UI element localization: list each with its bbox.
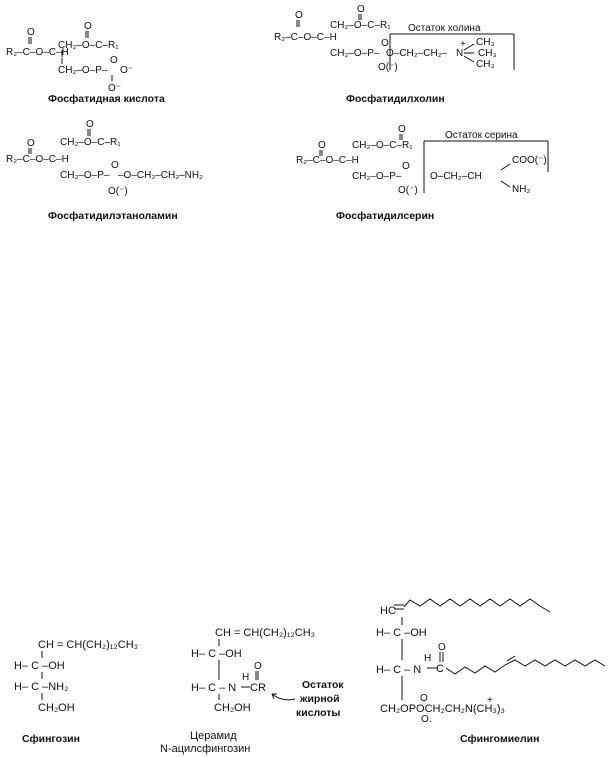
ch2-o-c-r1-row: CH₂–O–C–R₁	[330, 20, 391, 31]
n-plus: N	[456, 48, 463, 59]
caption-phosphatidylethanolamine: Фосфатидилэтаноламин	[48, 210, 178, 222]
r2-c-o-c-h-row: R₂–C–O–C–H	[6, 47, 69, 58]
ch2oh: CH₂OH	[38, 702, 75, 714]
ch-nh2-bond	[500, 180, 511, 188]
h-c-n-row: H– C – N	[376, 664, 421, 676]
label-choline-residue: Остаток холина	[408, 23, 481, 34]
cis-double-bond	[506, 655, 516, 662]
h-c-nh2-row: H– C –NH₂	[14, 681, 68, 693]
chain-ch-ch: CH = CH(CH₂)₁₂CH₃	[38, 639, 138, 651]
o-carbonyl-top: O	[398, 124, 406, 135]
h-c-oh-row: H– C –OH	[376, 627, 427, 639]
caption-sphingomyelin: Сфингомиелин	[460, 733, 539, 745]
fatty-acid-chain	[445, 659, 606, 675]
ch2-o-p-row: CH₂–O–P–	[58, 65, 108, 76]
o-minus-dot: O	[421, 714, 429, 725]
caption-phosphatidylcholine: Фосфатидилхолин	[346, 93, 445, 105]
minus-dot: .	[429, 714, 432, 725]
n-ch3-bond	[463, 43, 475, 51]
n-h: H	[424, 653, 431, 664]
ch2-o-c-r1-row: CH₂–O–C–R₁	[352, 140, 413, 151]
o-carbonyl-left: O	[295, 10, 303, 21]
r2-c-o-c-h-row: R₂–C–O–C–H	[296, 155, 359, 166]
n-ch3-bond	[463, 55, 475, 63]
o-carbonyl-left: O	[27, 138, 35, 149]
hc: HC	[380, 605, 396, 617]
o-paren-minus: O(⁻)	[378, 62, 398, 73]
sphingomyelin-structure: HC H– C –OH H– C – N H O C CH₂OPOCH₂CH₂N…	[376, 598, 606, 725]
label-serine-residue: Остаток серина	[445, 130, 518, 141]
o-amide: O	[254, 661, 262, 672]
sphingoid-chain	[403, 598, 551, 613]
ceramide-structure: CH = CH(CH₂)₁₂CH₃ H– C –OH H– C – N H O …	[191, 627, 344, 719]
o-carbonyl-left: O	[318, 140, 326, 151]
plus-charge: +	[487, 695, 493, 706]
plus-charge: +	[460, 39, 466, 50]
phosphatidic-acid-structure: O CH₂–O–C–R₁ O R₂–C–O–C–H CH₂–O–P– O O⁻ …	[6, 21, 133, 94]
o-carbonyl-top: O	[86, 119, 94, 130]
nh2: NH₂	[512, 184, 530, 195]
ch3-top: CH₃	[476, 37, 495, 48]
coo-minus: COO(⁻)	[512, 155, 547, 166]
o-phosphoryl: O	[420, 693, 428, 704]
caption-sphingosine: Сфингозин	[22, 733, 80, 745]
cr: CR	[250, 682, 266, 694]
o-carbonyl-top: O	[84, 21, 92, 32]
o-minus-bottom: O⁻	[108, 83, 121, 94]
caption-ceramide: Церамид	[190, 730, 237, 742]
r2-c-o-c-h-row: R₂–C–O–C–H	[274, 32, 337, 43]
o-carbonyl-left: O	[27, 27, 35, 38]
h-c-n-row: H– C – N	[191, 682, 236, 694]
o-ch2-ch: O–CH₂–CH	[430, 171, 482, 182]
caption-phosphatidylserine: Фосфатидилсерин	[336, 210, 434, 222]
ch2-o-p-row: CH₂–O–P–	[352, 171, 402, 182]
o-phosphoryl: O	[110, 55, 118, 66]
ch2-o-p-row: CH₂–O–P–	[330, 48, 380, 59]
fatty-acid-arrowhead	[271, 693, 277, 700]
ch2-o-c-r1-row: CH₂–O–C–R₁	[58, 40, 119, 51]
phosphatidylcholine-structure: O CH₂–O–C–R₁ O R₂–C–O–C–H CH₂–O–P– O O–C…	[274, 4, 515, 73]
chain-ch-ch: CH = CH(CH₂)₁₂CH₃	[215, 627, 315, 639]
o-phosphoryl: O	[402, 161, 410, 172]
ch2oh: CH₂OH	[214, 702, 251, 714]
o-ch2-ch2-nh2: –O–CH₂–CH₂–NH₂	[118, 170, 203, 181]
ch3-bottom: CH₃	[476, 59, 495, 70]
c-amide: C	[436, 663, 444, 675]
o-ch2-ch2-n: O–CH₂–CH₂–	[386, 48, 448, 59]
o-carbonyl-top: O	[357, 4, 365, 15]
ch2-o-p-row: CH₂–O–P–	[60, 170, 110, 181]
o-paren-minus: O(⁻)	[108, 186, 128, 197]
phosphatidylethanolamine-structure: O CH₂–O–C–R₁ O R₂–C–O–C–H CH₂–O–P– O –O–…	[6, 119, 203, 197]
o-phosphoryl: O	[381, 38, 389, 49]
phosphocholine-head: CH₂OPOCH₂CH₂N(CH₃)₃	[380, 703, 505, 715]
fatty-acid-arrow	[271, 693, 296, 701]
ch2-o-c-r1-row: CH₂–O–C–R₁	[60, 137, 121, 148]
fatty-acid-label-3: кислоты	[296, 707, 340, 719]
o-minus-right: O⁻	[120, 65, 133, 76]
fatty-acid-label-2: жирной	[299, 693, 340, 705]
caption-n-acylsphingosine: N-ацилсфингозин	[160, 743, 250, 755]
ch3-middle: CH₃	[478, 48, 497, 59]
caption-phosphatidic-acid: Фосфатидная кислота	[48, 93, 165, 105]
fatty-acid-label-1: Остаток	[302, 679, 344, 691]
o-phosphoryl: O	[111, 160, 119, 171]
o-amide: O	[438, 642, 446, 653]
sphingosine-structure: CH = CH(CH₂)₁₂CH₃ H– C –OH H– C –NH₂ CH₂…	[14, 639, 138, 714]
h-c-oh-row: H– C –OH	[191, 648, 242, 660]
phosphatidylserine-structure: O CH₂–O–C–R₁ O R₂–C–O–C–H CH₂–O–P– O O–C…	[296, 124, 549, 196]
h-c-oh-row: H– C –OH	[14, 660, 65, 672]
o-paren-minus: O(⁻)	[398, 185, 418, 196]
n-h: H	[242, 672, 249, 683]
ch-coo-bond	[500, 163, 511, 171]
r2-c-o-c-h-row: R₂–C–O–C–H	[6, 154, 69, 165]
